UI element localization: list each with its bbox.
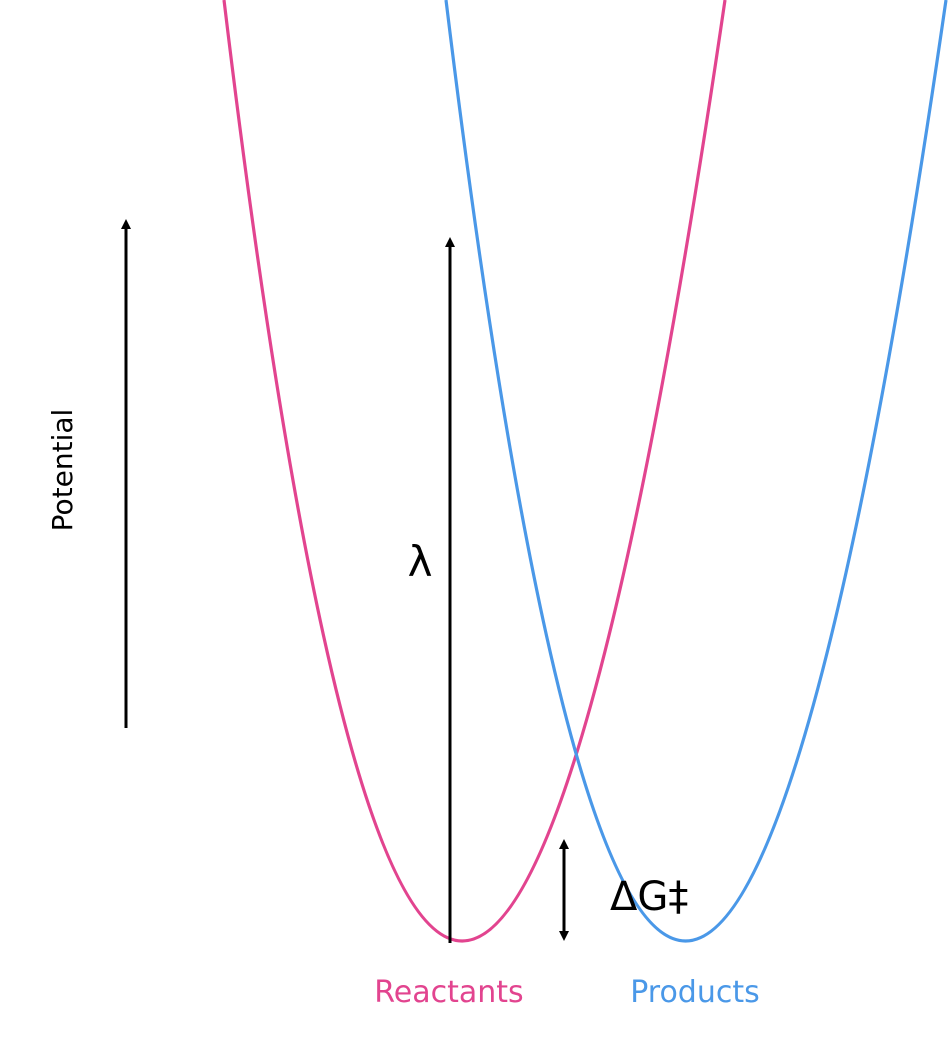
reactants-label: Reactants <box>374 975 523 1010</box>
products-label: Products <box>630 975 760 1010</box>
potential-axis-label: Potential <box>46 409 79 532</box>
products-curve <box>444 0 948 943</box>
lambda-label: λ <box>408 537 433 586</box>
reactants-curve <box>222 0 727 943</box>
activation-energy-label: ΔG‡ <box>610 874 688 920</box>
